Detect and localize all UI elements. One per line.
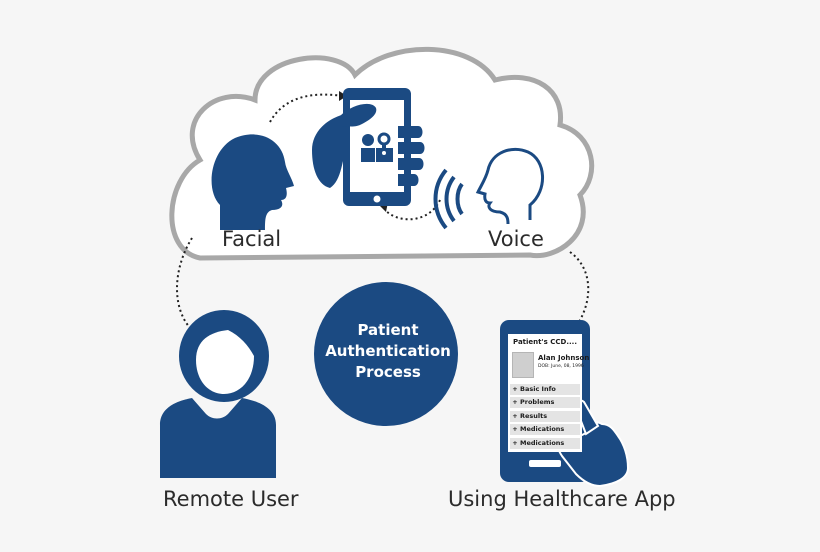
list-item-label: Results: [520, 411, 548, 420]
list-item-label: Basic Info: [520, 385, 556, 393]
connector-cloud-to-user: [176, 237, 193, 331]
app-user-name: Alan Johnson: [538, 354, 590, 362]
avatar: [512, 352, 534, 378]
connector-face-to-phone: [269, 93, 344, 123]
remote-user-label: Remote User: [163, 487, 299, 511]
list-item[interactable]: +Basic Info: [510, 384, 580, 395]
plus-icon: +: [512, 398, 518, 407]
app-user-dob: DOB: June, 08, 1996: [538, 364, 584, 369]
list-item[interactable]: +Medications: [510, 437, 580, 449]
plus-icon: +: [512, 385, 518, 393]
thumb: [340, 103, 377, 127]
center-line-1: Patient: [357, 321, 419, 339]
facial-label: Facial: [222, 227, 282, 251]
face-profile-icon: [211, 134, 294, 230]
app-screen: Patient's CCD.... Alan Johnson DOB: June…: [508, 334, 589, 452]
list-item-label: Problems: [520, 398, 555, 407]
sound-waves-icon: [433, 168, 464, 230]
plus-icon: +: [512, 411, 518, 420]
phone-in-hand-icon: [312, 88, 425, 206]
connector-cloud-to-app: [569, 251, 590, 329]
person-lock-key-icon: [361, 132, 393, 162]
center-circle: [314, 282, 458, 426]
center-line-2: Authentication: [325, 342, 451, 360]
voice-profile-icon: [475, 147, 544, 225]
list-item[interactable]: +Problems: [510, 397, 580, 409]
app-user-card: Alan Johnson DOB: June, 08, 1996: [508, 350, 589, 384]
center-process-text: Patient Authentication Process: [318, 320, 458, 383]
list-item-label: Medications: [520, 425, 565, 434]
hand-fingers-back: [398, 126, 425, 186]
voice-label: Voice: [488, 227, 544, 251]
list-item[interactable]: +Results: [510, 410, 580, 422]
plus-icon: +: [512, 438, 518, 447]
plus-icon: +: [512, 425, 518, 434]
app-header: Patient's CCD....: [513, 338, 577, 346]
center-line-3: Process: [355, 363, 421, 381]
user-silhouette-icon: [160, 310, 276, 478]
list-item[interactable]: +Medications: [510, 424, 580, 436]
list-item-label: Medications: [520, 438, 565, 447]
phone-home-button: [373, 195, 381, 203]
healthcare-app-label: Using Healthcare App: [448, 487, 676, 511]
